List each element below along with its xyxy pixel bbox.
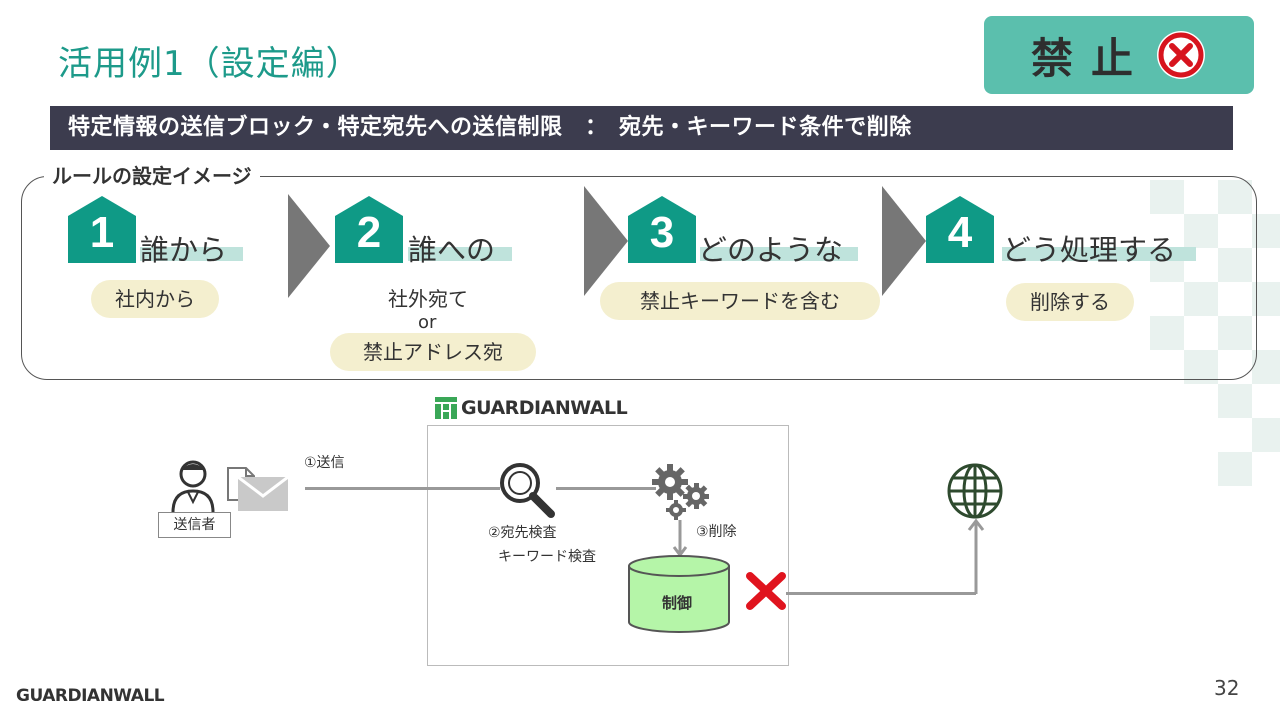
flow-line-out (786, 592, 976, 595)
step-2-highlight (408, 247, 512, 261)
close-circle-icon (1157, 31, 1205, 79)
subtitle-bar: 特定情報の送信ブロック・特定宛先への送信制限 ： 宛先・キーワード条件で削除 (50, 106, 1233, 150)
step-3-number-wrap: 3 (628, 196, 696, 263)
arrow-down-icon (672, 520, 688, 558)
step-2-option-2: 禁止アドレス宛 (330, 333, 536, 371)
step-1-title: 誰から (140, 233, 228, 267)
control-label: 制御 (662, 594, 693, 612)
ban-badge-text: 禁止 (1030, 33, 1151, 83)
step-3-number: 3 (649, 208, 675, 257)
person-icon (171, 460, 215, 512)
flow-line-send (305, 487, 500, 490)
step-2-option-1: 社外宛て (388, 287, 468, 311)
step-2-or: or (418, 312, 437, 333)
arrow-up-icon (967, 518, 985, 594)
guardianwall-box (427, 425, 789, 666)
guardianwall-logo-text: GUARDIANWALL (461, 397, 628, 419)
chevron-right-icon (882, 186, 926, 296)
step-2-number-wrap: 2 (335, 196, 403, 263)
step-4-title: どう処理する (1002, 233, 1177, 267)
chevron-right-icon (288, 194, 330, 298)
slide-title: 活用例1（設定編） (58, 44, 361, 84)
step-1-number: 1 (89, 208, 115, 257)
step-4-number-wrap: 4 (926, 196, 994, 263)
step-check-label-1: ②宛先検査 (488, 525, 557, 541)
step-3-option: 禁止キーワードを含む (600, 282, 880, 320)
rule-frame (21, 176, 1257, 380)
step-4-highlight (1002, 247, 1196, 261)
step-3-title: どのような (698, 233, 844, 267)
block-x-icon (746, 572, 786, 610)
step-send-label: ①送信 (304, 455, 345, 471)
step-3-highlight (700, 247, 858, 261)
step-check-label-2: キーワード検査 (498, 549, 596, 565)
step-1-number-wrap: 1 (68, 196, 136, 263)
footer-logo-text: GUARDIANWALL (16, 686, 165, 706)
step-4-number-badge (926, 196, 994, 263)
step-4-option: 削除する (1006, 283, 1134, 321)
sender-label: 送信者 (158, 512, 231, 538)
guardianwall-logo: GUARDIANWALL (435, 397, 628, 419)
step-2-number: 2 (356, 208, 382, 257)
gears-icon (652, 464, 709, 520)
step-delete-label: ③削除 (696, 524, 737, 540)
step-1-option: 社内から (91, 280, 219, 318)
step-2-title: 誰への (408, 233, 496, 267)
step-3-number-badge (628, 196, 696, 263)
ban-badge: 禁止 (984, 16, 1254, 94)
footer-logo: GUARDIANWALL (16, 686, 165, 706)
chevron-right-icon (584, 186, 628, 296)
envelope-icon (237, 476, 289, 511)
flow-line-check (556, 487, 656, 490)
step-1-highlight (140, 247, 243, 261)
globe-icon (947, 463, 1003, 519)
page-number: 32 (1214, 676, 1240, 700)
magnifier-icon (500, 463, 555, 518)
step-4-number: 4 (947, 208, 973, 257)
step-2-number-badge (335, 196, 403, 263)
rule-label: ルールの設定イメージ (44, 160, 260, 189)
step-1-number-badge (68, 196, 136, 263)
guardianwall-logo-icon (435, 397, 457, 419)
database-icon (628, 555, 730, 633)
